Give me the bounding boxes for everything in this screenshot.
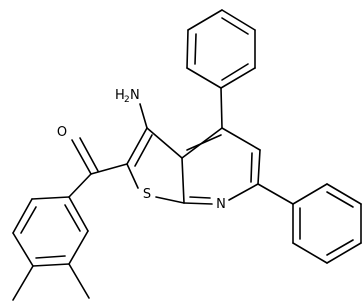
dimethylphenyl-ring (12, 196, 90, 301)
bond-ar2 (12, 198, 33, 234)
bond-c5-c6 (257, 149, 261, 185)
bond-phr2-double (326, 191, 354, 208)
bond-c3a-c3 (146, 127, 183, 159)
bond-ar6-double (64, 204, 81, 232)
carbonyl-group (68, 137, 128, 198)
bond-c-o (71, 139, 92, 175)
bond-pht4 (221, 9, 256, 31)
bond-ar4-double (35, 255, 66, 259)
bond-phr4 (326, 242, 362, 264)
bond-ar5 (68, 230, 89, 265)
bond-c7a-c3a (181, 157, 185, 204)
bond-methyl-4 (12, 265, 34, 301)
amine-label: H 2 N (115, 88, 140, 105)
bond-c6-n (228, 183, 259, 201)
bond-pht6 (220, 67, 256, 89)
bond-pht3 (187, 9, 223, 31)
bond-carbonyl-aryl (68, 173, 92, 198)
phenyl-right-ring (257, 183, 362, 264)
bond-c3a-c4-double (186, 134, 222, 151)
bond-ar3 (12, 232, 34, 267)
bond-c3-nh2 (139, 103, 148, 129)
bond-ar4 (32, 263, 70, 267)
bond-ar6 (68, 196, 89, 232)
nitrogen-label: N (216, 197, 226, 212)
bond-pht2 (186, 29, 189, 69)
pyridine-ring (181, 127, 261, 205)
bond-pht6-double (221, 63, 249, 81)
bond-phr4-double (326, 239, 354, 256)
bond-methyl-3 (68, 263, 90, 299)
bond-c-o-double (79, 137, 99, 172)
bond-c3-c2 (126, 127, 148, 165)
bond-pht4-double (221, 17, 249, 35)
bond-c2-carbonyl (90, 163, 128, 175)
bond-c4-ph (220, 87, 223, 129)
bond-ar1 (31, 196, 70, 200)
phenyl-top-ring (186, 9, 256, 129)
bond-n-c7a-double (189, 196, 211, 199)
amine-h-label: H (115, 88, 125, 103)
bond-pht2-double (194, 33, 197, 65)
bond-s-c7a (155, 196, 185, 204)
bond-phr1 (292, 183, 328, 205)
bond-pht1 (186, 67, 222, 89)
bond-phr2 (326, 183, 362, 205)
bond-phr5 (292, 242, 328, 264)
amine-subscript: 2 (124, 95, 130, 105)
amine-n-label: N (130, 88, 140, 103)
bond-ar2-double (20, 206, 37, 234)
thiophene-ring (126, 127, 185, 204)
bond-n-c7a (183, 202, 213, 205)
sulfur-label: S (143, 187, 151, 202)
bond-c4-c5 (221, 127, 261, 151)
bond-c6-ph (257, 183, 294, 205)
bond-c5-c6-double (250, 152, 253, 183)
oxygen-label: O (57, 125, 67, 140)
bond-c3-c2-double (134, 134, 153, 167)
bond-c2-s (126, 163, 139, 189)
